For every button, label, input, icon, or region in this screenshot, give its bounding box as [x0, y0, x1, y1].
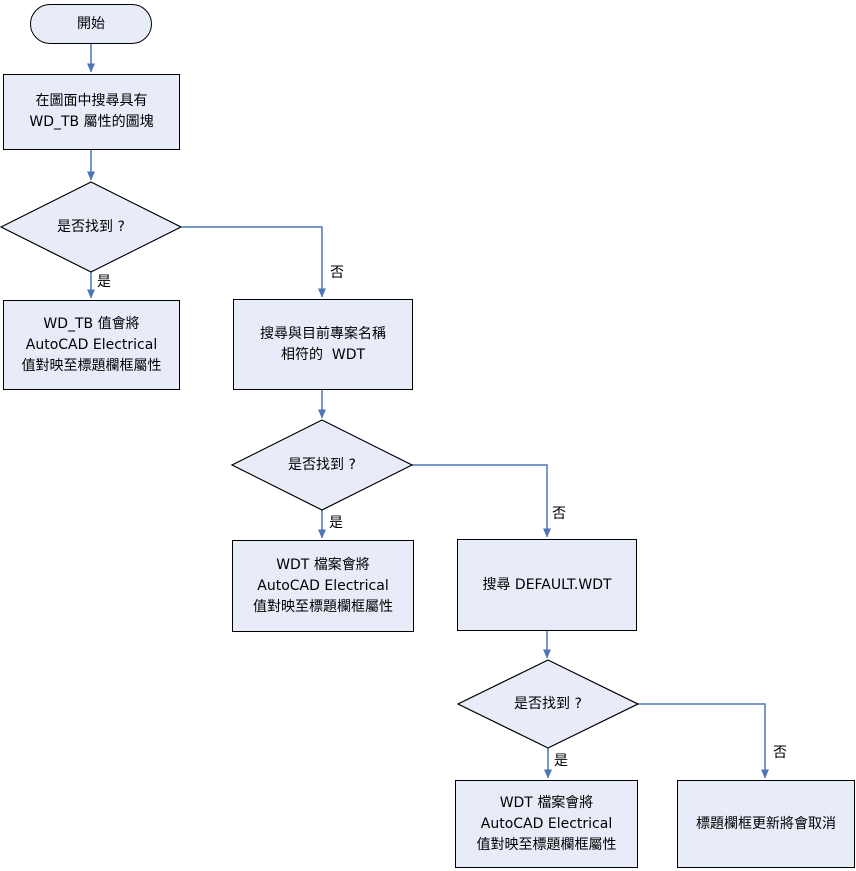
node-text-line: AutoCAD Electrical — [257, 577, 389, 594]
edge-label-no-2: 否 — [552, 506, 566, 522]
node-text-line: WDT 檔案會將 — [276, 556, 370, 573]
node-text-line: 開始 — [77, 15, 105, 32]
node-text-line: 搜尋 DEFAULT.WDT — [482, 576, 612, 593]
decision3-label: 是否找到 ? — [514, 696, 582, 712]
decision-diamond-2 — [230, 419, 414, 511]
node-text-line: 標題欄框更新將會取消 — [696, 815, 836, 832]
node-text-line: WDT 檔案會將 — [499, 794, 594, 811]
process-titleblock-update-cancelled: 標題欄框更新將會取消 — [677, 780, 855, 868]
node-text-line: 相符的 WDT — [280, 346, 366, 363]
process-search-wdtb-block: 在圖面中搜尋具有 WD_TB 屬性的圖塊 — [3, 74, 180, 150]
edge-decision1-no — [182, 226, 326, 298]
process-wdt-maps-values-1: WDT 檔案會將 AutoCAD Electrical 值對映至標題欄框屬性 — [232, 540, 414, 632]
edge-decision2-no — [412, 464, 551, 538]
edge-label-no-3: 否 — [773, 745, 787, 761]
node-text-line: 搜尋與目前專案名稱 — [260, 325, 386, 342]
edge-label-yes-2: 是 — [329, 515, 343, 531]
decision-diamond-1 — [0, 181, 183, 273]
edge-label-no-1: 否 — [330, 265, 344, 281]
node-text-line: AutoCAD Electrical — [25, 336, 158, 353]
process-search-default-wdt: 搜尋 DEFAULT.WDT — [457, 539, 637, 631]
edge-decision3-no — [638, 703, 769, 779]
node-text-line: WD_TB 屬性的圖塊 — [29, 114, 154, 130]
node-text-line: 值對映至標題欄框屬性 — [476, 836, 617, 853]
decision2-label: 是否找到 ? — [288, 457, 356, 473]
decision-diamond-3 — [456, 659, 640, 749]
start-node: 開始 — [30, 4, 152, 44]
edge-label-yes-1: 是 — [97, 274, 111, 290]
node-text-line: 值對映至標題欄框屬性 — [253, 598, 393, 615]
edge-label-yes-3: 是 — [554, 753, 568, 769]
node-text-line: WD_TB 值會將 — [43, 315, 140, 332]
node-text-line: 值對映至標題欄框屬性 — [21, 357, 162, 374]
process-wdt-maps-values-2: WDT 檔案會將 AutoCAD Electrical 值對映至標題欄框屬性 — [455, 780, 638, 868]
decision1-label: 是否找到 ? — [57, 219, 125, 235]
node-text-line: AutoCAD Electrical — [480, 815, 613, 832]
process-wdtb-maps-values: WD_TB 值會將 AutoCAD Electrical 值對映至標題欄框屬性 — [3, 300, 180, 390]
node-text-line: 在圖面中搜尋具有 — [35, 93, 148, 109]
process-search-project-wdt: 搜尋與目前專案名稱 相符的 WDT — [233, 299, 413, 390]
